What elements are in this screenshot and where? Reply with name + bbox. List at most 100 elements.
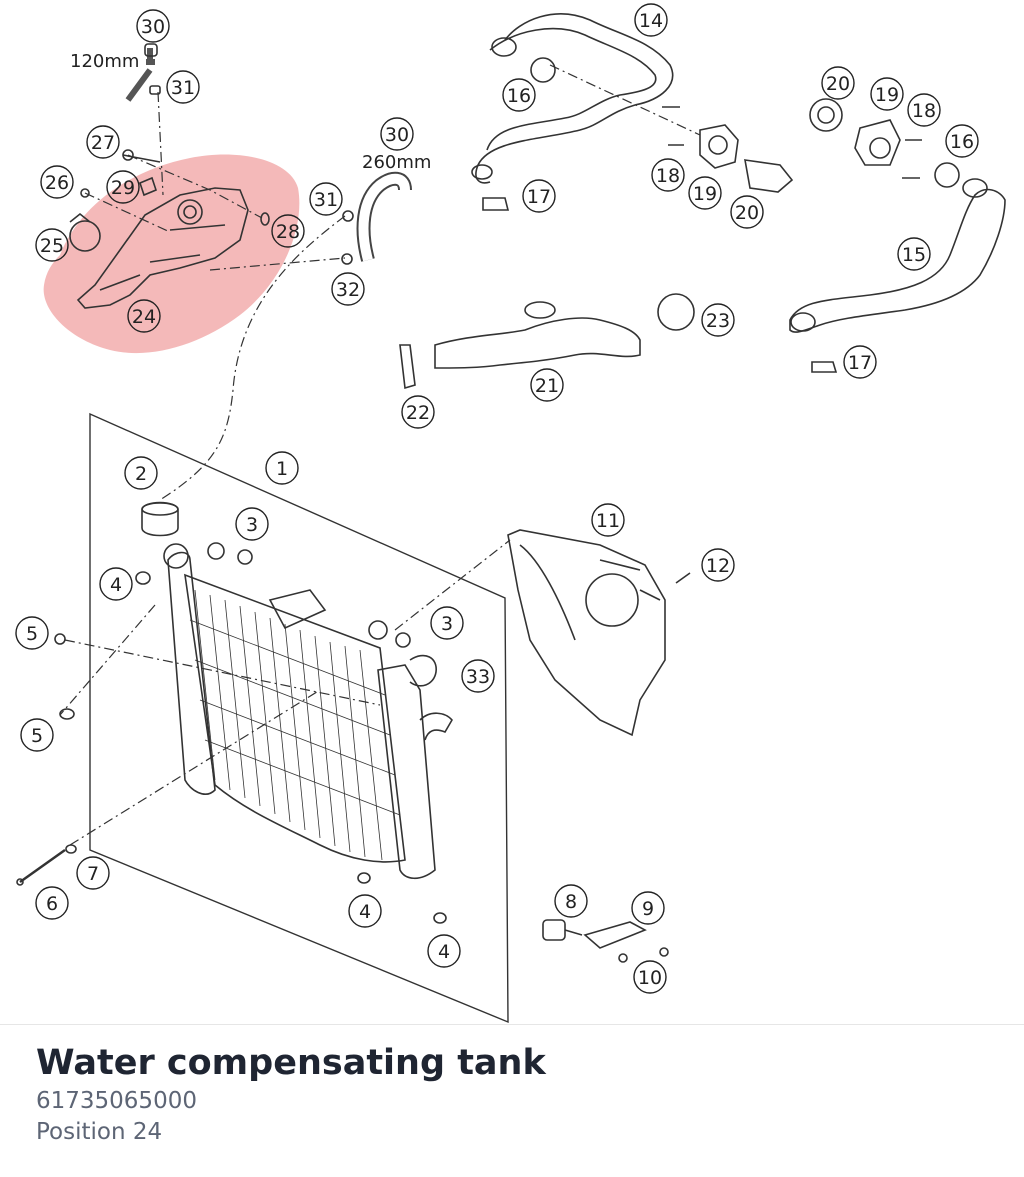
svg-text:15: 15	[902, 244, 926, 266]
callout-15[interactable]: 15	[897, 237, 931, 271]
svg-text:24: 24	[132, 306, 156, 328]
clamp-25	[69, 220, 101, 252]
part-position: Position 24	[36, 1119, 163, 1145]
callout-2[interactable]: 2	[124, 456, 158, 490]
svg-text:19: 19	[875, 84, 899, 106]
callout-23[interactable]: 23	[701, 303, 735, 337]
svg-text:32: 32	[336, 279, 360, 301]
tank-outline	[76, 187, 249, 309]
callout-30[interactable]: 30	[380, 117, 414, 151]
svg-text:2: 2	[135, 463, 147, 485]
svg-text:30: 30	[141, 16, 165, 38]
callout-27[interactable]: 27	[86, 125, 120, 159]
panel-frame	[89, 412, 509, 1024]
svg-text:5: 5	[31, 725, 43, 747]
callout-4[interactable]: 4	[427, 934, 461, 968]
callout-25[interactable]: 25	[35, 228, 69, 262]
callout-17[interactable]: 17	[522, 179, 556, 213]
svg-text:4: 4	[110, 574, 122, 596]
svg-text:18: 18	[912, 100, 936, 122]
callout-17[interactable]: 17	[843, 345, 877, 379]
callout-14[interactable]: 14	[634, 3, 668, 37]
callout-31[interactable]: 31	[309, 182, 343, 216]
svg-text:26: 26	[45, 172, 69, 194]
svg-text:23: 23	[706, 310, 730, 332]
svg-text:19: 19	[693, 183, 717, 205]
callout-30[interactable]: 30	[136, 9, 170, 43]
svg-text:4: 4	[359, 901, 371, 923]
svg-text:10: 10	[638, 967, 662, 989]
callout-20[interactable]: 20	[730, 195, 764, 229]
callout-24[interactable]: 24	[127, 299, 161, 333]
svg-text:12: 12	[706, 555, 730, 577]
svg-text:5: 5	[26, 623, 38, 645]
callout-26[interactable]: 26	[40, 165, 74, 199]
callout-18[interactable]: 18	[907, 93, 941, 127]
callout-19[interactable]: 19	[688, 176, 722, 210]
callout-16[interactable]: 16	[502, 78, 536, 112]
svg-text:1: 1	[276, 458, 288, 480]
callout-3[interactable]: 3	[430, 606, 464, 640]
callout-9[interactable]: 9	[631, 891, 665, 925]
svg-text:7: 7	[87, 863, 99, 885]
svg-text:30: 30	[385, 124, 409, 146]
callout-6[interactable]: 6	[35, 886, 69, 920]
svg-text:25: 25	[40, 235, 64, 257]
svg-text:17: 17	[848, 352, 872, 374]
radiator-core	[184, 573, 406, 863]
divider	[0, 1024, 1024, 1025]
svg-text:6: 6	[46, 893, 58, 915]
callout-10[interactable]: 10	[633, 960, 667, 994]
callout-31[interactable]: 31	[166, 70, 200, 104]
callout-1[interactable]: 1	[265, 451, 299, 485]
svg-text:22: 22	[406, 402, 430, 424]
fan-shroud	[507, 529, 666, 737]
callout-20[interactable]: 20	[821, 66, 855, 100]
callout-29[interactable]: 29	[106, 170, 140, 204]
highlight-region	[43, 154, 300, 354]
svg-text:28: 28	[276, 221, 300, 243]
callout-18[interactable]: 18	[651, 158, 685, 192]
callout-33[interactable]: 33	[461, 659, 495, 693]
callout-8[interactable]: 8	[554, 884, 588, 918]
svg-text:17: 17	[527, 186, 551, 208]
callout-5[interactable]: 5	[20, 718, 54, 752]
svg-text:18: 18	[656, 165, 680, 187]
svg-text:4: 4	[438, 941, 450, 963]
svg-text:33: 33	[466, 666, 490, 688]
callout-3[interactable]: 3	[235, 507, 269, 541]
callout-28[interactable]: 28	[271, 214, 305, 248]
callout-21[interactable]: 21	[530, 368, 564, 402]
svg-text:29: 29	[111, 177, 135, 199]
svg-text:14: 14	[639, 10, 663, 32]
svg-text:31: 31	[314, 189, 338, 211]
svg-text:9: 9	[642, 898, 654, 920]
dimension-label: 260mm	[362, 152, 431, 173]
callout-5[interactable]: 5	[15, 616, 49, 650]
svg-text:11: 11	[596, 510, 620, 532]
exploded-parts-diagram: 120mm 260mm 30 31 27 26 29 25 28 24 31 3…	[15, 3, 1006, 1024]
part-info: Water compensating tank 61735065000 Posi…	[36, 1040, 546, 1148]
svg-text:16: 16	[950, 131, 974, 153]
callout-16[interactable]: 16	[945, 124, 979, 158]
svg-text:8: 8	[565, 891, 577, 913]
callout-32[interactable]: 32	[331, 272, 365, 306]
svg-text:21: 21	[535, 375, 559, 397]
callout-12[interactable]: 12	[701, 548, 735, 582]
callout-11[interactable]: 11	[591, 503, 625, 537]
svg-text:20: 20	[735, 202, 759, 224]
callout-4[interactable]: 4	[99, 567, 133, 601]
callout-7[interactable]: 7	[76, 856, 110, 890]
svg-text:16: 16	[507, 85, 531, 107]
part-number: 61735065000	[36, 1088, 197, 1114]
dimension-label: 120mm	[70, 51, 139, 72]
callout-19[interactable]: 19	[870, 77, 904, 111]
svg-text:3: 3	[441, 613, 453, 635]
svg-text:3: 3	[246, 514, 258, 536]
svg-text:20: 20	[826, 73, 850, 95]
callout-22[interactable]: 22	[401, 395, 435, 429]
callout-4[interactable]: 4	[348, 894, 382, 928]
part-title: Water compensating tank	[36, 1043, 546, 1083]
svg-text:31: 31	[171, 77, 195, 99]
svg-text:27: 27	[91, 132, 115, 154]
